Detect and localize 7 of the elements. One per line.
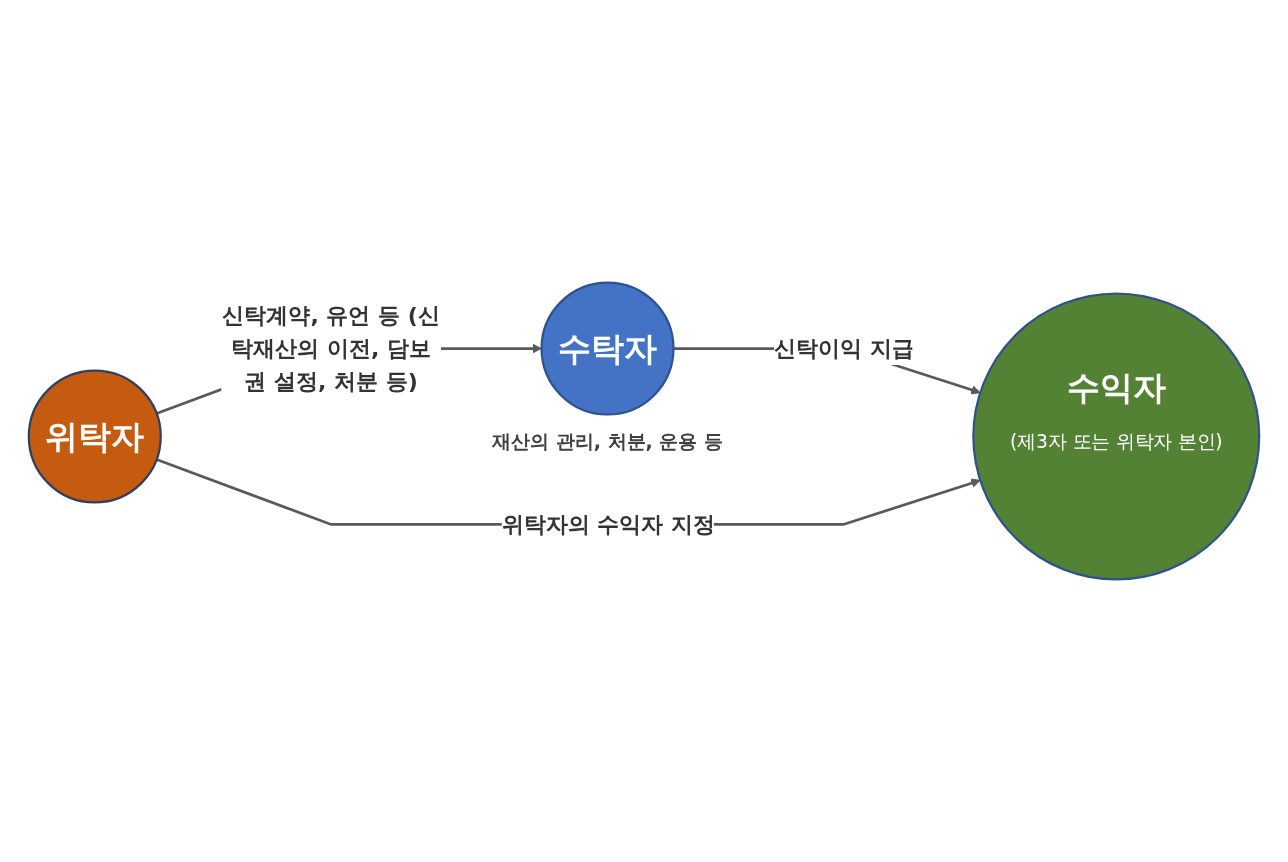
circle-node bbox=[27, 369, 162, 504]
circle-node bbox=[972, 292, 1261, 581]
node-caption: 재산의 관리, 처분, 운용 등 bbox=[492, 428, 723, 454]
node-label: 위탁자 bbox=[45, 416, 145, 458]
node-label: 수탁자 bbox=[558, 328, 657, 370]
node-label: 수익자 (제3자 또는 위탁자 본인) bbox=[1009, 366, 1224, 455]
circle-node bbox=[540, 281, 675, 416]
